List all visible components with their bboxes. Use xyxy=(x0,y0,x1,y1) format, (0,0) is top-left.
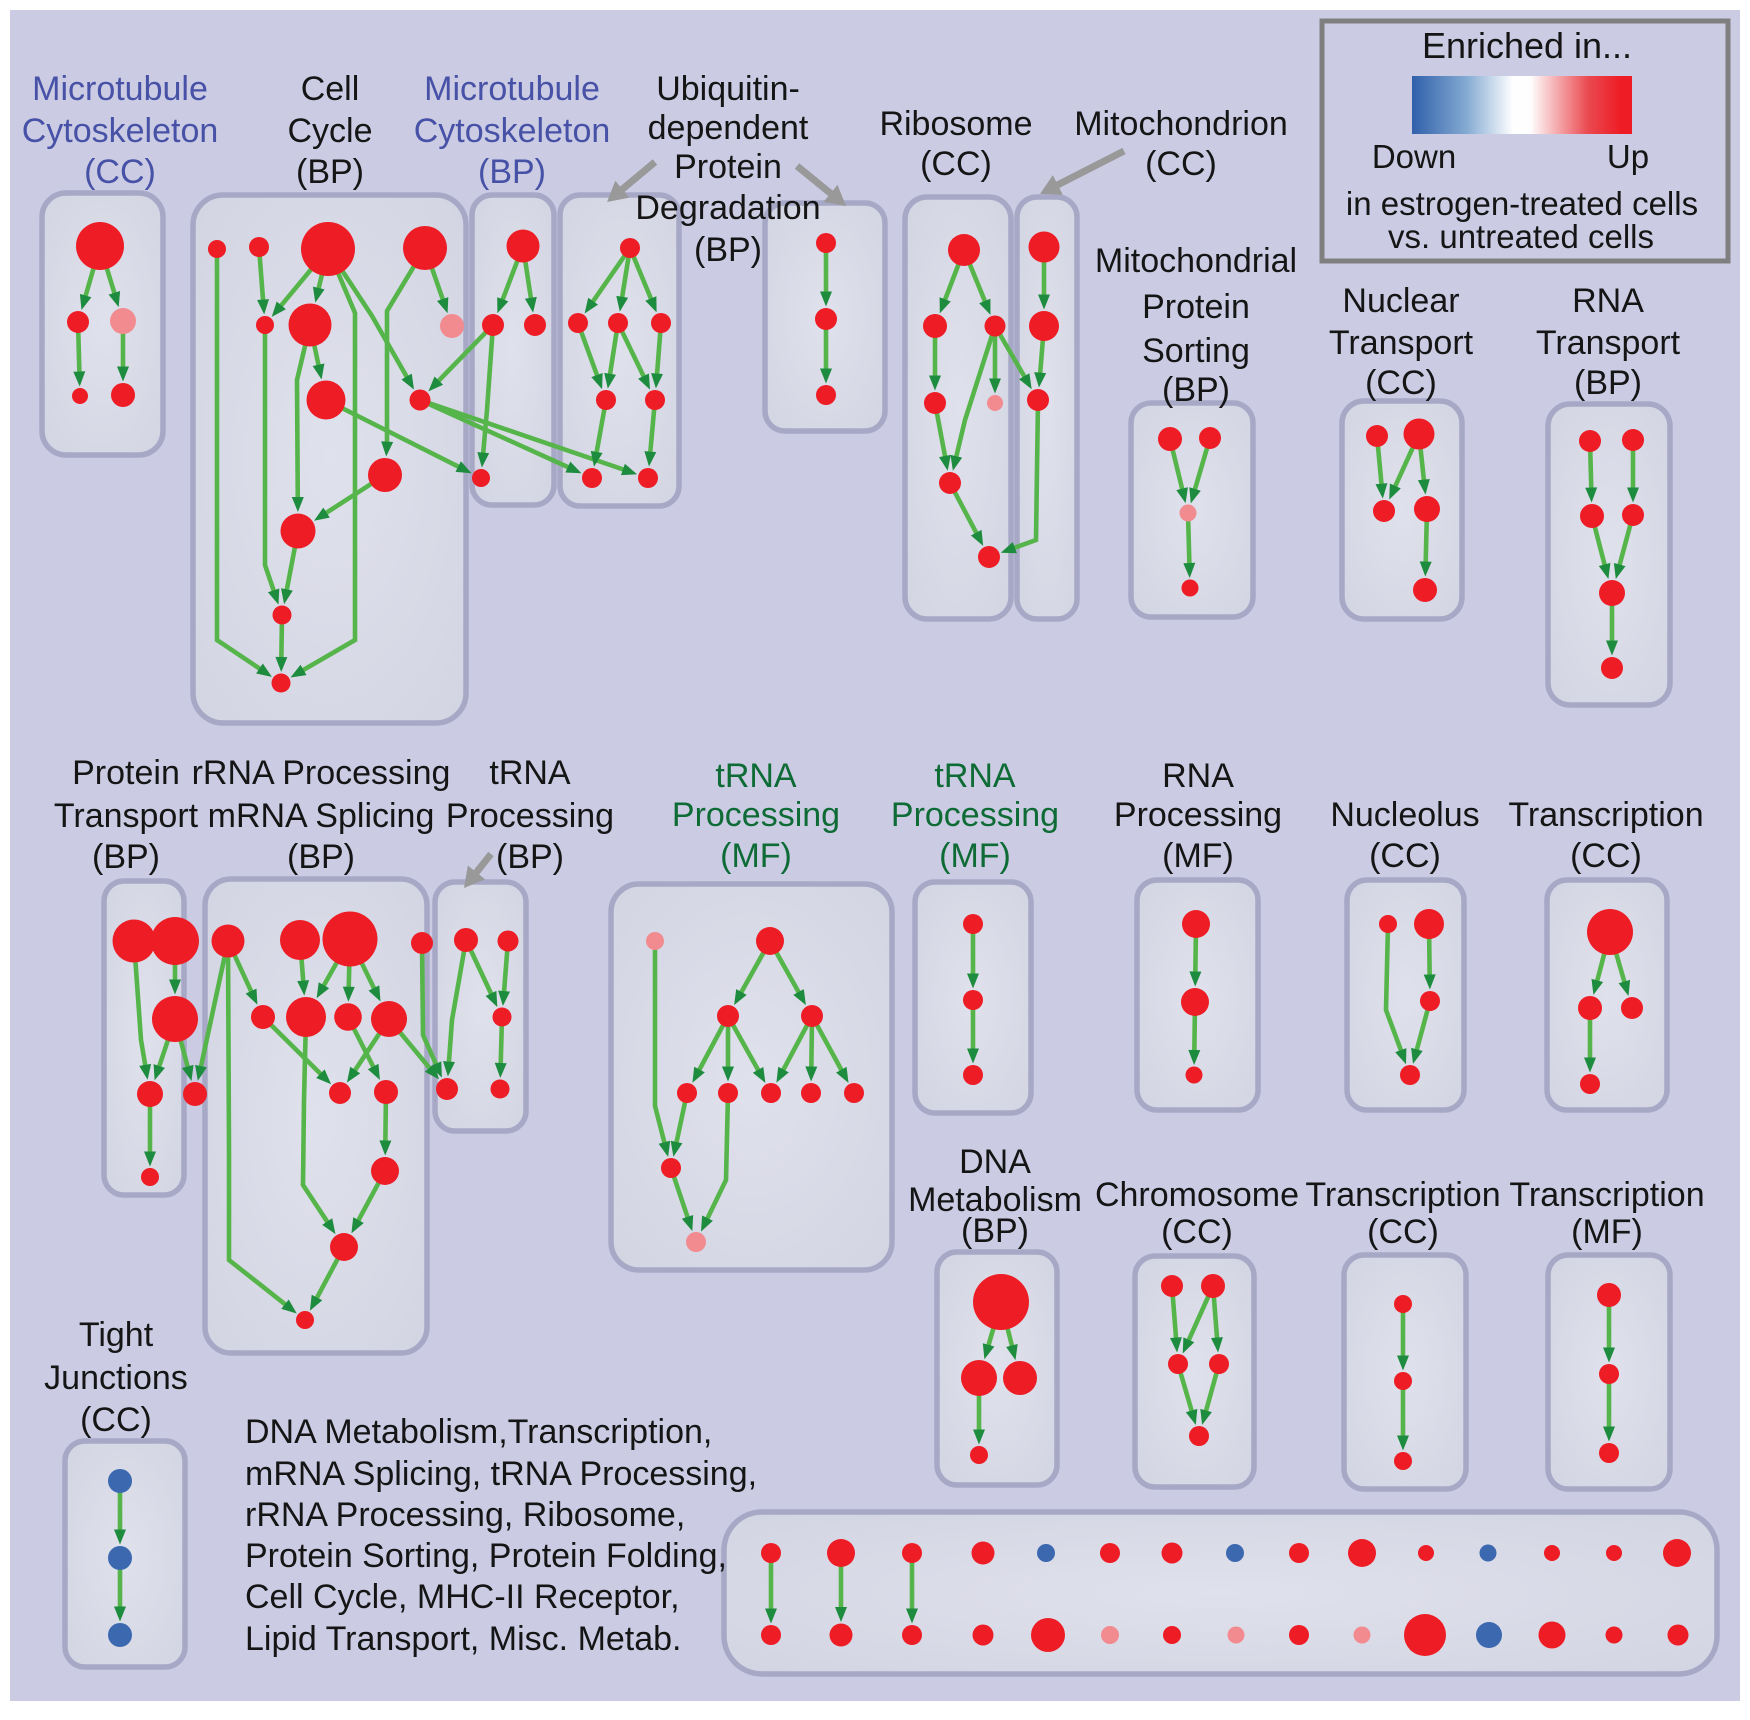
svg-text:(MF): (MF) xyxy=(720,837,792,875)
svg-text:Up: Up xyxy=(1607,138,1649,175)
svg-text:Cytoskeleton: Cytoskeleton xyxy=(22,112,219,150)
svg-text:Chromosome: Chromosome xyxy=(1095,1176,1299,1214)
svg-text:Cell Cycle, MHC-II Receptor,: Cell Cycle, MHC-II Receptor, xyxy=(245,1578,680,1616)
svg-text:Transcription: Transcription xyxy=(1508,796,1703,834)
svg-text:Transport: Transport xyxy=(1536,324,1681,362)
svg-text:Transport: Transport xyxy=(1329,324,1474,362)
svg-text:Processing: Processing xyxy=(446,797,614,835)
svg-text:Transport: Transport xyxy=(54,797,199,835)
svg-text:(BP): (BP) xyxy=(694,231,762,269)
svg-text:vs. untreated cells: vs. untreated cells xyxy=(1388,218,1654,255)
svg-text:(BP): (BP) xyxy=(287,838,355,876)
svg-text:Transcription: Transcription xyxy=(1305,1176,1500,1214)
svg-text:Degradation: Degradation xyxy=(635,189,820,227)
svg-text:Transcription: Transcription xyxy=(1509,1176,1704,1214)
svg-text:rRNA Processing, Ribosome,: rRNA Processing, Ribosome, xyxy=(245,1496,685,1534)
svg-text:Mitochondrion: Mitochondrion xyxy=(1074,105,1288,143)
svg-text:RNA: RNA xyxy=(1572,282,1644,320)
svg-text:(CC): (CC) xyxy=(1365,364,1437,402)
svg-text:Tight: Tight xyxy=(79,1316,154,1354)
svg-text:Junctions: Junctions xyxy=(44,1359,188,1397)
svg-text:(BP): (BP) xyxy=(1574,364,1642,402)
svg-text:Enriched in...: Enriched in... xyxy=(1422,25,1632,66)
svg-text:(BP): (BP) xyxy=(92,838,160,876)
svg-text:tRNA: tRNA xyxy=(715,757,797,795)
svg-text:rRNA Processing: rRNA Processing xyxy=(192,754,451,792)
svg-text:Metabolism: Metabolism xyxy=(908,1181,1082,1219)
svg-text:Protein: Protein xyxy=(72,754,180,792)
svg-text:Protein: Protein xyxy=(1142,288,1250,326)
svg-text:Cell: Cell xyxy=(301,70,360,108)
svg-text:tRNA: tRNA xyxy=(934,757,1016,795)
svg-text:in estrogen-treated cells: in estrogen-treated cells xyxy=(1346,185,1698,222)
svg-text:(CC): (CC) xyxy=(920,145,992,183)
svg-text:Cytoskeleton: Cytoskeleton xyxy=(414,112,611,150)
svg-text:Ubiquitin-: Ubiquitin- xyxy=(656,70,800,108)
svg-text:DNA Metabolism,Transcription,: DNA Metabolism,Transcription, xyxy=(245,1413,712,1451)
svg-text:(CC): (CC) xyxy=(80,1401,152,1439)
svg-text:Cycle: Cycle xyxy=(287,112,372,150)
svg-text:Ribosome: Ribosome xyxy=(879,105,1032,143)
svg-text:Down: Down xyxy=(1372,138,1456,175)
svg-text:RNA: RNA xyxy=(1162,757,1234,795)
svg-text:Protein: Protein xyxy=(674,148,782,186)
svg-text:(CC): (CC) xyxy=(1369,837,1441,875)
svg-text:Lipid Transport, Misc. Metab.: Lipid Transport, Misc. Metab. xyxy=(245,1620,682,1658)
svg-text:(BP): (BP) xyxy=(961,1212,1029,1250)
svg-text:Nucleolus: Nucleolus xyxy=(1330,796,1479,834)
svg-text:(CC): (CC) xyxy=(1161,1213,1233,1251)
svg-text:(MF): (MF) xyxy=(1571,1213,1643,1251)
svg-text:Nuclear: Nuclear xyxy=(1342,282,1459,320)
svg-text:mRNA Splicing: mRNA Splicing xyxy=(208,797,435,835)
svg-text:Sorting: Sorting xyxy=(1142,332,1250,370)
svg-text:(CC): (CC) xyxy=(1145,145,1217,183)
svg-text:Processing: Processing xyxy=(672,796,840,834)
svg-text:(CC): (CC) xyxy=(84,153,156,191)
svg-text:(BP): (BP) xyxy=(1162,371,1230,409)
svg-text:tRNA: tRNA xyxy=(489,754,571,792)
svg-text:mRNA Splicing, tRNA Processing: mRNA Splicing, tRNA Processing, xyxy=(245,1455,757,1493)
svg-text:(MF): (MF) xyxy=(1162,837,1234,875)
svg-text:(CC): (CC) xyxy=(1367,1213,1439,1251)
svg-text:Processing: Processing xyxy=(891,796,1059,834)
svg-text:dependent: dependent xyxy=(648,109,809,147)
svg-text:Microtubule: Microtubule xyxy=(32,70,208,108)
svg-text:Processing: Processing xyxy=(1114,796,1282,834)
svg-text:Protein Sorting, Protein Foldi: Protein Sorting, Protein Folding, xyxy=(245,1537,727,1575)
svg-text:DNA: DNA xyxy=(959,1143,1031,1181)
svg-text:(BP): (BP) xyxy=(478,153,546,191)
svg-text:(CC): (CC) xyxy=(1570,837,1642,875)
svg-text:(MF): (MF) xyxy=(939,837,1011,875)
svg-text:Mitochondrial: Mitochondrial xyxy=(1095,242,1297,280)
svg-text:(BP): (BP) xyxy=(296,153,364,191)
svg-text:(BP): (BP) xyxy=(496,838,564,876)
svg-text:Microtubule: Microtubule xyxy=(424,70,600,108)
